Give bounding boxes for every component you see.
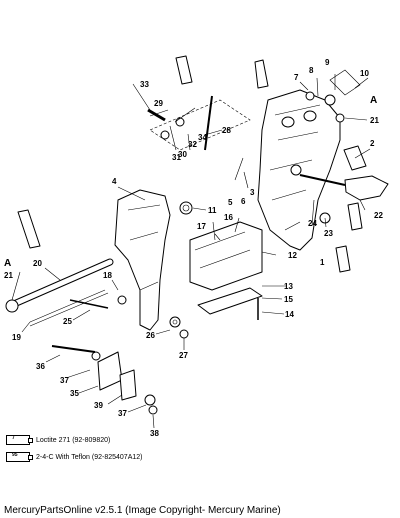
copyright-footer: MercuryPartsOnline v2.5.1 (Image Copyrig… — [4, 505, 281, 516]
callout-21b: 21 — [370, 116, 379, 125]
callout-14: 14 — [285, 310, 294, 319]
lube-tubes — [17, 55, 367, 273]
tilt-tube — [5, 258, 114, 313]
callout-5: 5 — [228, 198, 233, 207]
callout-19: 19 — [12, 333, 21, 342]
callout-38: 38 — [150, 429, 159, 438]
lube-tube-icon: 7 — [6, 435, 33, 445]
support-bracket — [189, 221, 263, 291]
callout-1: 1 — [320, 258, 325, 267]
callout-13: 13 — [284, 282, 293, 291]
exploded-parts-diagram: 1 2 3 4 5 6 7 8 9 10 11 12 13 14 15 16 1… — [4, 55, 389, 438]
callout-29: 29 — [154, 99, 163, 108]
callout-21a: 21 — [4, 271, 13, 280]
clamp-plate — [197, 287, 263, 315]
callout-2: 2 — [370, 139, 375, 148]
callout-26: 26 — [146, 331, 155, 340]
callout-15: 15 — [284, 295, 293, 304]
hardware-parts — [51, 69, 361, 415]
callout-24: 24 — [308, 219, 317, 228]
callout-3: 3 — [250, 188, 255, 197]
view-letter-a-right: A — [370, 95, 377, 106]
lock-lever-outline — [149, 99, 251, 151]
callout-31: 31 — [172, 153, 181, 162]
callout-28: 28 — [222, 126, 231, 135]
callout-34: 34 — [198, 133, 207, 142]
callout-12: 12 — [288, 251, 297, 260]
callout-33: 33 — [140, 80, 149, 89]
callout-20: 20 — [33, 259, 42, 268]
callout-16: 16 — [224, 213, 233, 222]
callout-9: 9 — [325, 58, 330, 67]
legend-text: Loctite 271 (92-809820) — [36, 436, 111, 444]
callout-32: 32 — [188, 140, 197, 149]
callout-8: 8 — [309, 66, 314, 75]
leader-lines — [11, 74, 371, 429]
lube-tube-icon: 95 — [6, 452, 33, 462]
legend-row-loctite: 7 Loctite 271 (92-809820) — [6, 435, 110, 445]
callout-6: 6 — [241, 197, 246, 206]
callout-7: 7 — [294, 73, 299, 82]
tilt-pin — [29, 289, 109, 327]
callout-37b: 37 — [118, 409, 127, 418]
swivel-bracket — [257, 89, 341, 251]
callout-18: 18 — [103, 271, 112, 280]
callout-27: 27 — [179, 351, 188, 360]
clamp-bracket — [114, 189, 171, 331]
view-letter-a-left: A — [4, 258, 11, 269]
steering-link — [344, 175, 389, 201]
callout-23: 23 — [324, 229, 333, 238]
legend-row-lubricant: 95 2-4-C With Teflon (92-825407A12) — [6, 452, 142, 462]
callout-39: 39 — [94, 401, 103, 410]
callout-30: 30 — [178, 150, 187, 159]
callout-36: 36 — [36, 362, 45, 371]
callout-11: 11 — [208, 206, 217, 215]
callout-37a: 37 — [60, 376, 69, 385]
callout-35: 35 — [70, 389, 79, 398]
callout-4: 4 — [112, 177, 117, 186]
callout-22: 22 — [374, 211, 383, 220]
legend-text: 2-4-C With Teflon (92-825407A12) — [36, 453, 143, 461]
callout-17: 17 — [197, 222, 206, 231]
callout-25: 25 — [63, 317, 72, 326]
callout-10: 10 — [360, 69, 369, 78]
